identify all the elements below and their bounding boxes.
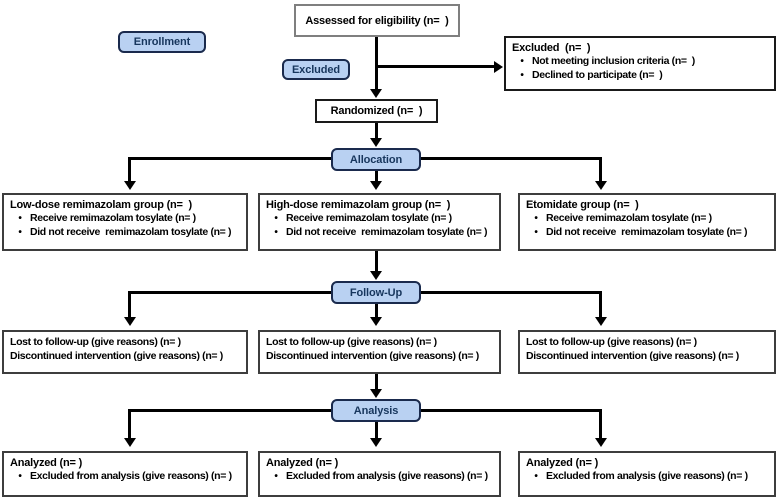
bullet-label: Not meeting inclusion criteria (n= ) (532, 55, 695, 67)
bullet-label: Receive remimazolam tosylate (n= ) (286, 212, 452, 224)
bullet-label: Receive remimazolam tosylate (n= ) (30, 212, 196, 224)
connector-line (599, 157, 602, 182)
bullet-item: • Excluded from analysis (give reasons) … (10, 470, 241, 484)
bullet-icon: • (534, 213, 538, 224)
followup-box-etomidate: Lost to follow-up (give reasons) (n= ) D… (518, 330, 776, 374)
analysis-box-etomidate: Analyzed (n= ) • Excluded from analysis … (518, 451, 776, 497)
bullet-icon: • (534, 226, 538, 238)
connector-line (375, 169, 378, 182)
bullet-item: • Not meeting inclusion criteria (n= ) (512, 55, 769, 69)
stage-badge-label: Analysis (353, 404, 399, 417)
arrow-down-icon (595, 438, 607, 447)
connector-line (375, 123, 378, 139)
arrow-down-icon (370, 138, 382, 147)
box-title: Excluded (n= ) (512, 42, 591, 54)
stage-badge-followup: Follow-Up (331, 281, 421, 304)
arrow-down-icon (370, 317, 382, 326)
connector-line (599, 291, 602, 318)
bullet-item: • Excluded from analysis (give reasons) … (526, 470, 769, 484)
bullet-icon: • (520, 69, 524, 81)
connector-line (599, 409, 602, 439)
bullet-label: Excluded from analysis (give reasons) (n… (286, 470, 488, 482)
box-title: Analyzed (n= ) (266, 457, 339, 469)
allocation-box-highdose: High-dose remimazolam group (n= ) • Rece… (258, 193, 501, 251)
arrow-down-icon (370, 438, 382, 447)
box-title: High-dose remimazolam group (n= ) (266, 199, 451, 211)
box-title: Analyzed (n= ) (10, 457, 83, 469)
bullet-label: Did not receive remimazolam tosylate (n=… (30, 225, 232, 238)
connector-line (128, 291, 131, 318)
bullet-label: Excluded from analysis (give reasons) (n… (30, 470, 232, 482)
excluded-box: Excluded (n= ) • Not meeting inclusion c… (504, 36, 776, 91)
arrow-down-icon (370, 271, 382, 280)
stage-badge-allocation: Allocation (331, 148, 421, 171)
box-line: Lost to follow-up (give reasons) (n= ) (526, 336, 697, 348)
stage-badge-label: Allocation (349, 153, 403, 166)
bullet-item: • Declined to participate (n= ) (512, 69, 769, 83)
allocation-box-etomidate: Etomidate group (n= ) • Receive remimazo… (518, 193, 776, 251)
box-title: Assessed for eligibility (n= ) (305, 14, 449, 27)
bullet-icon: • (274, 213, 278, 224)
bullet-item: • Did not receive remimazolam tosylate (… (526, 226, 769, 240)
arrow-down-icon (124, 438, 136, 447)
arrow-down-icon (124, 181, 136, 190)
bullet-icon: • (534, 471, 538, 482)
randomized-box: Randomized (n= ) (315, 99, 438, 123)
bullet-icon: • (18, 471, 22, 482)
bullet-label: Declined to participate (n= ) (532, 68, 663, 81)
connector-line (375, 421, 378, 439)
allocation-box-lowdose: Low-dose remimazolam group (n= ) • Recei… (2, 193, 248, 251)
arrow-down-icon (370, 181, 382, 190)
bullet-item: • Did not receive remimazolam tosylate (… (266, 226, 494, 240)
box-line: Discontinued intervention (give reasons)… (266, 350, 479, 362)
box-title: Randomized (n= ) (330, 105, 423, 117)
bullet-label: Did not receive remimazolam tosylate (n=… (286, 225, 488, 238)
followup-box-highdose: Lost to follow-up (give reasons) (n= ) D… (258, 330, 501, 374)
followup-box-lowdose: Lost to follow-up (give reasons) (n= ) D… (2, 330, 248, 374)
bullet-label: Excluded from analysis (give reasons) (n… (546, 470, 748, 482)
bullet-icon: • (274, 471, 278, 482)
bullet-label: Receive remimazolam tosylate (n= ) (546, 212, 712, 224)
connector-line (128, 157, 131, 182)
bullet-icon: • (18, 213, 22, 224)
assessed-eligibility-box: Assessed for eligibility (n= ) (294, 4, 460, 37)
bullet-icon: • (274, 226, 278, 238)
stage-badge-label: Follow-Up (349, 286, 403, 299)
stage-badge-enrollment: Enrollment (118, 31, 206, 53)
box-title: Low-dose remimazolam group (n= ) (10, 199, 192, 211)
analysis-box-highdose: Analyzed (n= ) • Excluded from analysis … (258, 451, 501, 497)
box-title: Analyzed (n= ) (526, 457, 599, 469)
connector-line (375, 374, 378, 390)
analysis-box-lowdose: Analyzed (n= ) • Excluded from analysis … (2, 451, 248, 497)
box-line: Discontinued intervention (give reasons)… (526, 350, 739, 362)
connector-line (375, 251, 378, 272)
bullet-item: • Receive remimazolam tosylate (n= ) (10, 212, 241, 226)
bullet-icon: • (520, 56, 524, 67)
bullet-label: Did not receive remimazolam tosylate (n=… (546, 225, 748, 238)
arrow-down-icon (370, 389, 382, 398)
arrow-down-icon (370, 89, 382, 98)
arrow-down-icon (595, 317, 607, 326)
bullet-item: • Did not receive remimazolam tosylate (… (10, 226, 241, 240)
bullet-item: • Excluded from analysis (give reasons) … (266, 470, 494, 484)
box-line: Discontinued intervention (give reasons)… (10, 350, 223, 362)
connector-line (128, 409, 131, 439)
box-line: Lost to follow-up (give reasons) (n= ) (266, 336, 437, 348)
stage-badge-label: Excluded (291, 63, 341, 76)
stage-badge-excluded: Excluded (282, 59, 350, 80)
stage-badge-label: Enrollment (133, 36, 191, 48)
arrow-down-icon (124, 317, 136, 326)
bullet-item: • Receive remimazolam tosylate (n= ) (526, 212, 769, 226)
connector-line (375, 303, 378, 318)
bullet-item: • Receive remimazolam tosylate (n= ) (266, 212, 494, 226)
arrow-right-icon (494, 61, 503, 73)
connector-line (376, 65, 495, 68)
bullet-icon: • (18, 226, 22, 238)
arrow-down-icon (595, 181, 607, 190)
box-line: Lost to follow-up (give reasons) (n= ) (10, 336, 181, 348)
stage-badge-analysis: Analysis (331, 399, 421, 422)
box-title: Etomidate group (n= ) (526, 199, 639, 211)
connector-line (375, 37, 378, 90)
